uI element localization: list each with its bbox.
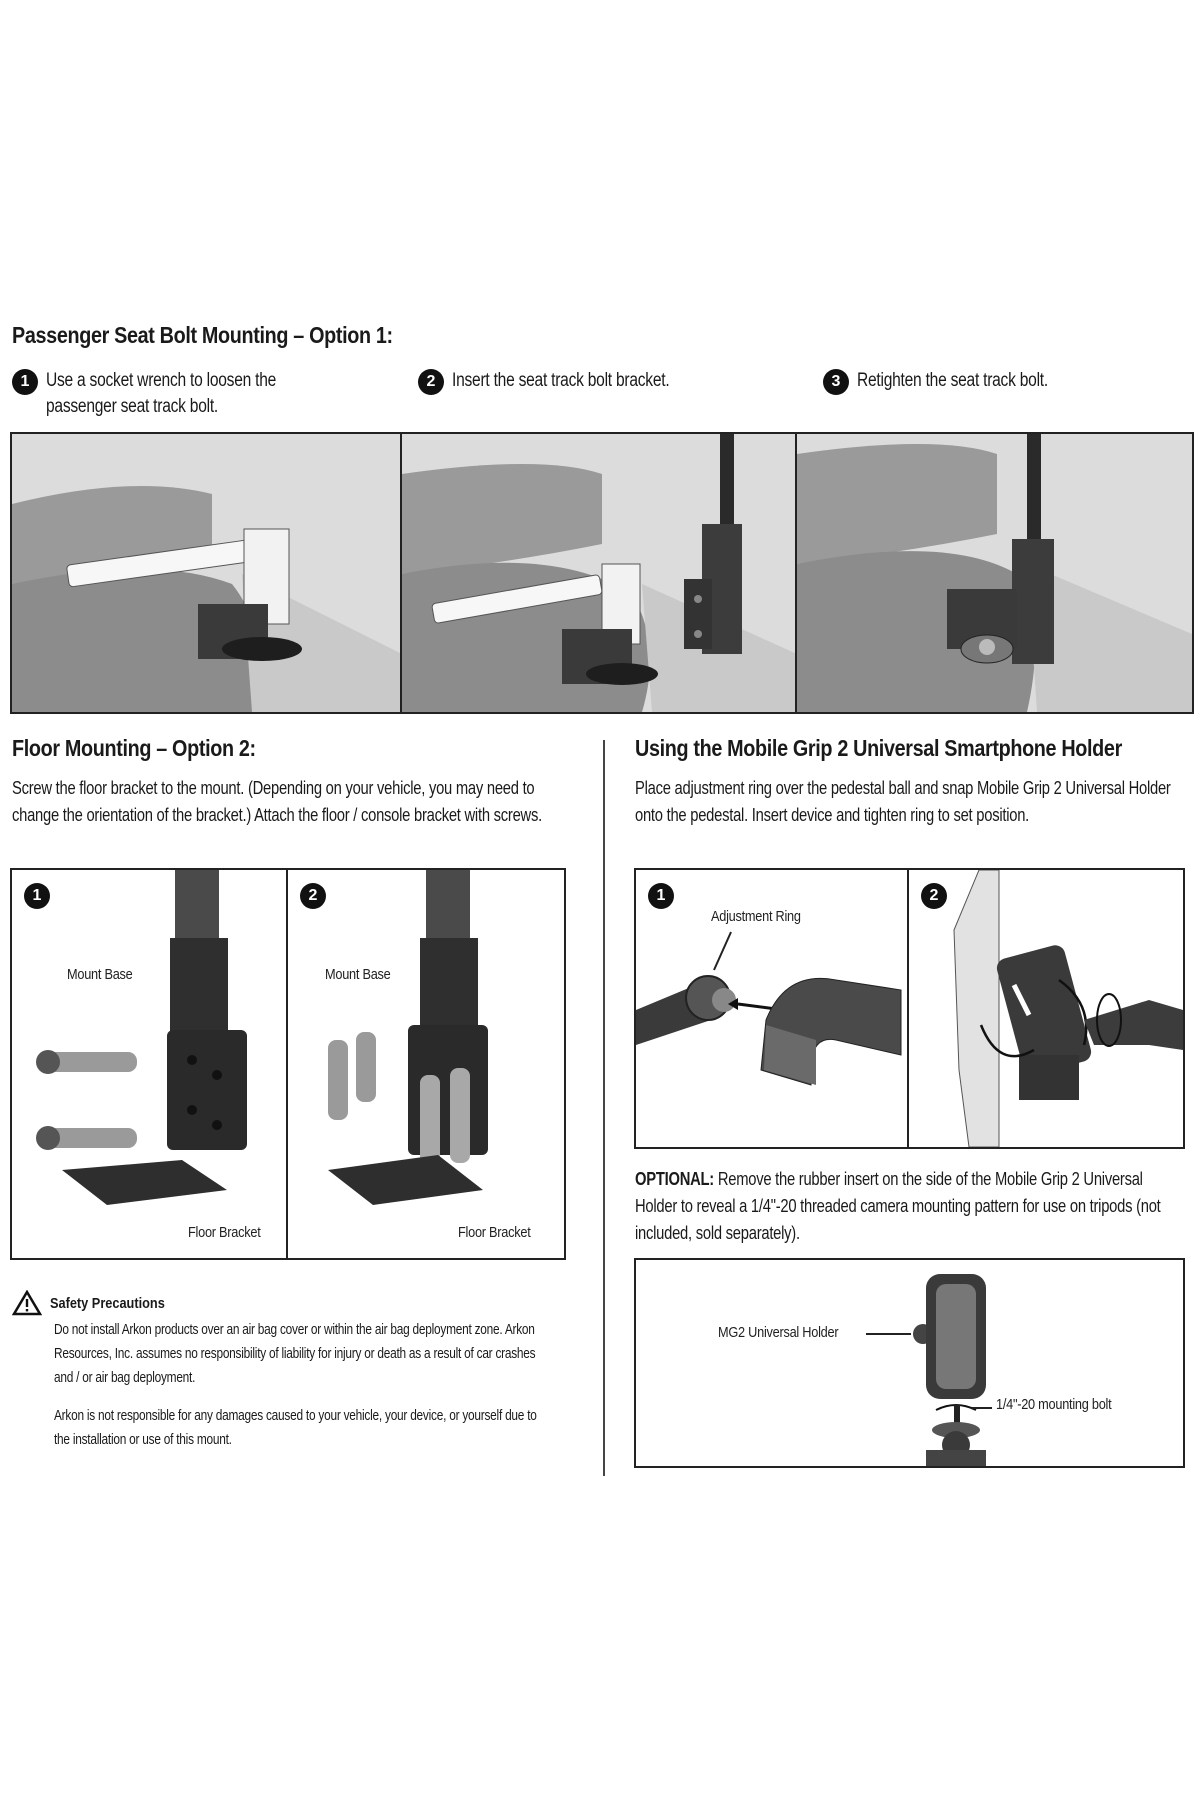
floor-bracket-label: Floor Bracket: [458, 1224, 531, 1241]
safety-title: Safety Precautions: [50, 1294, 165, 1312]
floor-bracket-illustration-1: [36, 870, 247, 1205]
safety-paragraph-2: Arkon is not responsible for any damages…: [54, 1408, 537, 1448]
step-number-badge: 2: [921, 883, 947, 909]
safety-paragraph-1: Do not install Arkon products over an ai…: [54, 1322, 536, 1386]
grip-panel-2: 2: [907, 868, 1185, 1149]
step-text: Insert the seat track bolt bracket.: [452, 370, 670, 391]
socket-wrench-illustration: [12, 434, 402, 712]
step-number-badge: 1: [648, 883, 674, 909]
smartphone-holder-illustration: [953, 870, 1183, 1147]
step-number-badge: 2: [418, 369, 444, 395]
step-text: Use a socket wrench to loosen the passen…: [46, 370, 277, 417]
step-number-badge: 1: [12, 369, 38, 395]
step-number-badge: 1: [24, 883, 50, 909]
mount-base-label: Mount Base: [325, 966, 391, 983]
floor-mount-panel-1: 1 Mount Base Floor Bracket: [10, 868, 290, 1260]
step-number-badge: 3: [823, 369, 849, 395]
safety-precautions: Safety Precautions Do not install Arkon …: [12, 1290, 572, 1452]
tripod-mount-diagram: MG2 Universal Holder 1/4"-20 mounting bo…: [634, 1258, 1185, 1468]
tripod-mount-illustration: [866, 1274, 992, 1466]
bolt-retighten-illustration: [797, 434, 1192, 712]
mounting-bolt-label: 1/4"-20 mounting bolt: [996, 1396, 1112, 1413]
step-3: 3 Retighten the seat track bolt.: [823, 368, 1183, 395]
seat-bolt-illustration-1: [10, 432, 404, 714]
floor-mount-panel-2: 2 Mount Base Floor Bracket: [286, 868, 566, 1260]
optional-text: Remove the rubber insert on the side of …: [635, 1169, 1161, 1243]
column-divider: [603, 740, 605, 1476]
floor-bracket-illustration-2: [328, 870, 488, 1205]
mount-base-label: Mount Base: [67, 966, 133, 983]
step-2: 2 Insert the seat track bolt bracket.: [418, 368, 778, 395]
section3-title: Using the Mobile Grip 2 Universal Smartp…: [635, 735, 1122, 761]
bracket-insert-illustration: [402, 434, 797, 712]
step-number-badge: 2: [300, 883, 326, 909]
optional-note: OPTIONAL: Remove the rubber insert on th…: [635, 1166, 1184, 1247]
grip-panel-1: 1 Adjustment Ring: [634, 868, 911, 1149]
section1-title: Passenger Seat Bolt Mounting – Option 1:: [12, 322, 393, 348]
step-text: Retighten the seat track bolt.: [857, 370, 1048, 391]
warning-triangle-icon: [12, 1290, 42, 1316]
optional-label: OPTIONAL:: [635, 1169, 714, 1189]
seat-bolt-illustration-2: [400, 432, 799, 714]
section2-title: Floor Mounting – Option 2:: [12, 735, 256, 761]
section2-description: Screw the floor bracket to the mount. (D…: [12, 778, 542, 825]
adjustment-ring-label: Adjustment Ring: [711, 908, 801, 925]
section3-description: Place adjustment ring over the pedestal …: [635, 778, 1171, 825]
step-1: 1 Use a socket wrench to loosen the pass…: [12, 368, 342, 420]
mg2-holder-label: MG2 Universal Holder: [718, 1324, 839, 1341]
adjustment-ring-illustration: [636, 931, 902, 1086]
seat-bolt-illustration-3: [795, 432, 1194, 714]
floor-bracket-label: Floor Bracket: [188, 1224, 261, 1241]
